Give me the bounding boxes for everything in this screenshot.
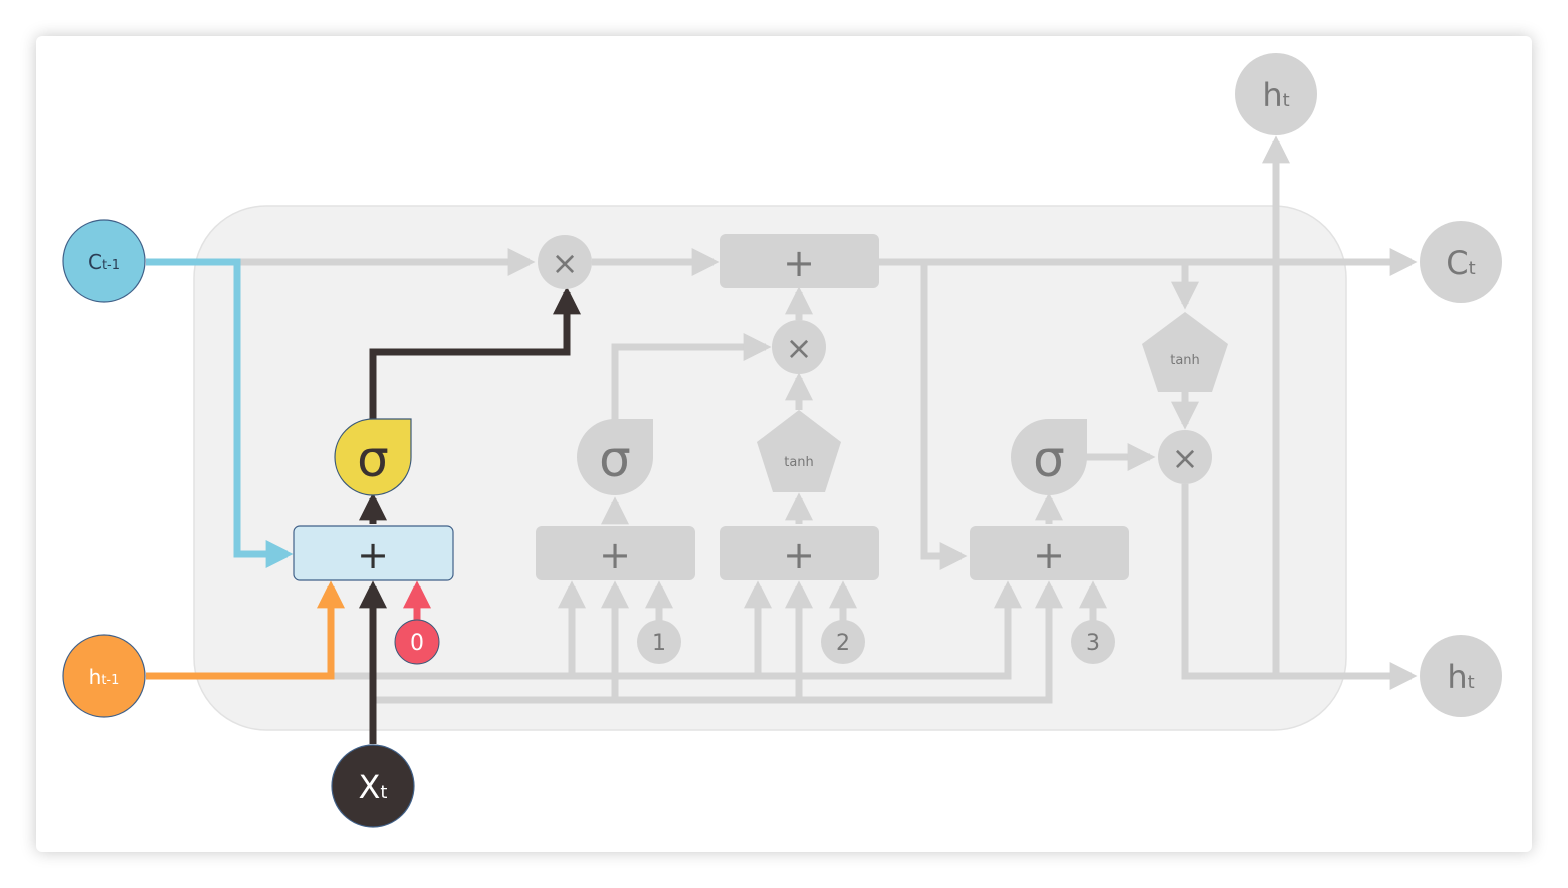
plus-symbol: +: [599, 533, 631, 577]
svg-text:ht-1: ht-1: [89, 665, 120, 689]
tanh-label: tanh: [784, 455, 814, 470]
node-base: h: [1447, 658, 1467, 696]
plus-symbol: +: [783, 533, 815, 577]
diagram-card: + + + + + σ σ σ tanh tanh ×: [36, 36, 1532, 852]
cell-state-plus: +: [720, 234, 879, 288]
times-symbol: ×: [1172, 439, 1199, 477]
svg-text:ht: ht: [1447, 658, 1474, 696]
sigma-symbol: σ: [599, 430, 631, 488]
edge-cprev-to-forget-sum: [146, 258, 294, 568]
bias-3: 3: [1071, 620, 1115, 664]
node-base: h: [1262, 76, 1282, 114]
edge-cell-to-output-sum: [920, 262, 968, 570]
bias-label: 1: [652, 631, 666, 656]
node-base: h: [89, 665, 102, 689]
edge-mult-to-ht: [1181, 484, 1418, 690]
output-gate-sum: +: [970, 526, 1129, 580]
node-base: X: [359, 768, 381, 806]
svg-text:Ct: Ct: [1446, 244, 1475, 282]
bias-label: 0: [410, 631, 424, 656]
svg-text:Xt: Xt: [359, 768, 388, 806]
edge-hprev-to-forget-sum: [146, 580, 345, 680]
sigma-symbol: σ: [1033, 430, 1065, 488]
node-sub: t-1: [102, 258, 120, 273]
edge-forget-sigma-to-mult: [369, 286, 581, 420]
node-sub: t: [1468, 672, 1475, 693]
svg-text:Ct-1: Ct-1: [88, 250, 120, 274]
candidate-tanh: tanh: [757, 410, 841, 492]
node-h-t-top: ht: [1235, 53, 1317, 135]
node-x-t: Xt: [331, 744, 415, 828]
node-sub: t-1: [101, 673, 119, 688]
input-gate-sigmoid: σ: [577, 419, 654, 495]
bias-2: 2: [821, 620, 865, 664]
times-symbol: ×: [786, 329, 813, 367]
lstm-cell-diagram: + + + + + σ σ σ tanh tanh ×: [62, 53, 1502, 828]
forget-gate-sigmoid: σ: [334, 418, 412, 496]
plus-symbol: +: [1033, 533, 1065, 577]
output-gate-sigmoid: σ: [1011, 419, 1088, 495]
plus-symbol: +: [357, 533, 389, 577]
active-connections: [146, 258, 581, 744]
edge-xt-line: [373, 580, 1063, 704]
forget-gate-sum: +: [293, 525, 454, 581]
bias-label: 3: [1086, 631, 1100, 656]
tanh-label: tanh: [1170, 353, 1200, 368]
bias-label: 2: [836, 631, 850, 656]
node-sub: t: [380, 782, 387, 803]
output-tanh: tanh: [1142, 312, 1228, 392]
forget-multiply: ×: [538, 235, 592, 289]
output-multiply: ×: [1158, 430, 1212, 484]
node-h-t-side: ht: [1420, 635, 1502, 717]
node-base: C: [88, 250, 102, 274]
input-multiply: ×: [772, 320, 826, 374]
plus-symbol: +: [783, 241, 815, 285]
input-gate-sum: +: [536, 526, 695, 580]
edge-hprev-line: [146, 580, 1022, 680]
candidate-sum: +: [720, 526, 879, 580]
node-sub: t: [1283, 90, 1290, 111]
node-base: C: [1446, 244, 1468, 282]
edge-input-sigma-to-mult: [611, 333, 772, 420]
node-c-t: Ct: [1420, 221, 1502, 303]
bias-0: 0: [394, 619, 440, 665]
times-symbol: ×: [552, 244, 579, 282]
node-c-prev: Ct-1: [62, 219, 146, 303]
inactive-connections: [146, 135, 1418, 704]
node-sub: t: [1469, 258, 1476, 279]
node-h-prev: ht-1: [62, 634, 146, 718]
sigma-symbol: σ: [357, 430, 389, 488]
svg-text:ht: ht: [1262, 76, 1289, 114]
bias-1: 1: [637, 620, 681, 664]
